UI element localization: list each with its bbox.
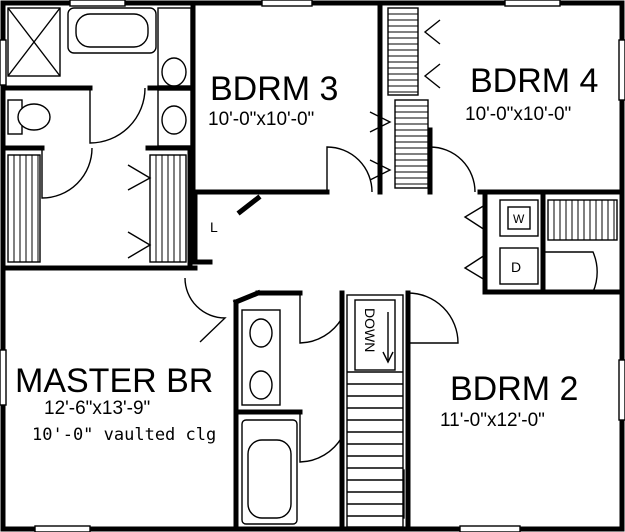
bdrm3-name: BDRM 3 [210,70,338,108]
master-bath-fixtures [7,7,192,147]
closet-hatch-master-upper [7,154,41,263]
sink-icon [249,318,273,348]
closet-hatch-bdrm2 [547,199,618,241]
closet-hatch-hall-left [149,154,187,263]
bdrm4-name: BDRM 4 [470,62,598,100]
bdrm2-name: BDRM 2 [450,370,578,408]
sink-icon [161,57,187,87]
bdrm2-size: 11'-0"x12'-0" [440,410,545,431]
doors [41,87,598,463]
closet-hatch-bdrm4-lower [394,99,429,189]
closet-hatching [7,7,618,263]
hall-bath-fixtures [241,309,405,525]
master-size: 12'-6"x13'-9" [44,398,150,419]
laundry: W D [499,199,539,285]
linen-closet-label: L [210,219,218,235]
toilet-icon [17,103,51,131]
sink-icon [249,370,273,400]
washer-label: W [513,212,525,226]
stairs: DOWN [346,294,404,528]
stairs-down-label: DOWN [362,308,378,352]
bifold-marks [127,19,486,281]
room-labels: BDRM 3 10'-0"x10'-0" BDRM 4 10'-0"x10'-0… [15,62,598,445]
dryer-label: D [511,259,521,275]
dryer [499,247,539,285]
bdrm3-size: 10'-0"x10'-0" [208,109,314,130]
bdrm4-size: 10'-0"x10'-0" [465,104,571,125]
closet-hatch-bdrm4-upper [387,7,419,96]
master-name: MASTER BR [15,362,213,400]
master-ceiling-note: 10'-0" vaulted clg [32,425,216,445]
